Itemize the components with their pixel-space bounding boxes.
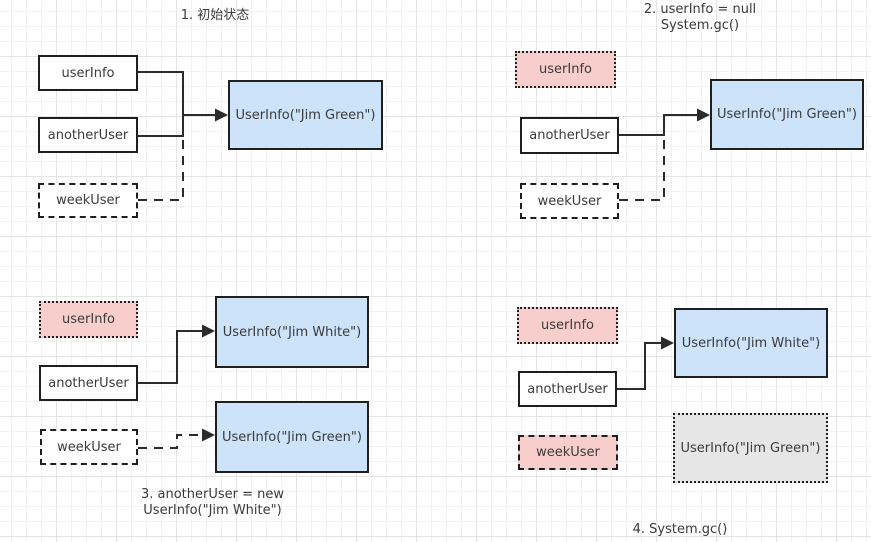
- object-box-jim-green: UserInfo("Jim Green"): [215, 401, 369, 473]
- ref-box-anotheruser: anotherUser: [518, 371, 617, 407]
- panel-title: 1. 初始状态: [115, 8, 315, 24]
- ref-label: userInfo: [541, 318, 594, 333]
- ref-box-userinfo: userInfo: [517, 307, 618, 344]
- arrowhead-icon: [202, 428, 215, 442]
- connector-weekuser-dashed: [138, 138, 184, 201]
- ref-label: userInfo: [539, 62, 592, 77]
- ref-label: weekUser: [57, 439, 121, 455]
- panel-title-line: System.gc(): [660, 18, 740, 33]
- ref-box-weekuser: weekUser: [38, 183, 138, 218]
- panel-title-line: 2. userInfo = null: [643, 2, 757, 17]
- ref-label: anotherUser: [527, 381, 608, 397]
- object-label: UserInfo("Jim White"): [681, 335, 821, 351]
- arrowhead-icon: [697, 108, 710, 122]
- ref-box-weekuser: weekUser: [518, 435, 618, 470]
- panel-title: 2. userInfo = null System.gc(): [595, 2, 805, 34]
- ref-label: weekUser: [56, 193, 120, 208]
- panel-title-line: 3. anotherUser = new: [140, 487, 285, 502]
- ref-label: weekUser: [537, 193, 602, 209]
- ref-box-userinfo: userInfo: [515, 51, 616, 88]
- ref-box-weekuser: weekUser: [40, 429, 138, 465]
- arrowhead-icon: [215, 108, 228, 122]
- ref-box-anotheruser: anotherUser: [39, 365, 138, 401]
- panel-title: 4. System.gc(): [595, 522, 765, 538]
- connector-anotheruser-to-jimwhite: [617, 342, 665, 390]
- connector-weekuser-dashed: [619, 137, 665, 201]
- arrowhead-icon: [661, 336, 674, 350]
- panel-title: 3. anotherUser = new UserInfo("Jim White…: [110, 487, 315, 519]
- object-label: UserInfo("Jim Green"): [680, 440, 821, 456]
- ref-label: weekUser: [536, 445, 600, 460]
- object-box-jim-white: UserInfo("Jim White"): [215, 296, 369, 368]
- object-label: UserInfo("Jim Green"): [717, 107, 857, 122]
- panel-title-line: 1. 初始状态: [180, 8, 250, 23]
- ref-label: anotherUser: [48, 375, 129, 391]
- ref-label: anotherUser: [47, 127, 129, 143]
- object-box-jim-green-collected: UserInfo("Jim Green"): [673, 413, 828, 483]
- object-label: UserInfo("Jim White"): [222, 324, 362, 340]
- ref-box-weekuser: weekUser: [520, 183, 619, 219]
- ref-box-userinfo: userInfo: [38, 55, 138, 91]
- ref-label: userInfo: [61, 65, 115, 81]
- connector-anotheruser-to-jimgreen: [619, 114, 701, 136]
- object-label: UserInfo("Jim Green"): [235, 107, 376, 123]
- object-label: UserInfo("Jim Green"): [222, 429, 362, 445]
- connector-weekuser-to-jimgreen-dashed: [138, 434, 201, 449]
- connector-userinfo-anotheruser-junction: [138, 71, 184, 137]
- ref-box-anotheruser: anotherUser: [520, 117, 619, 154]
- panel-title-line: UserInfo("Jim White"): [143, 503, 282, 518]
- ref-box-anotheruser: anotherUser: [38, 117, 138, 153]
- ref-label: anotherUser: [529, 128, 610, 143]
- object-box-jim-green: UserInfo("Jim Green"): [710, 79, 864, 150]
- ref-box-userinfo: userInfo: [39, 301, 138, 338]
- ref-label: userInfo: [62, 312, 115, 327]
- object-box-jim-white: UserInfo("Jim White"): [674, 308, 828, 378]
- arrowhead-icon: [202, 324, 215, 338]
- panel-title-line: 4. System.gc(): [632, 522, 728, 537]
- connector-anotheruser-to-jimwhite: [138, 330, 206, 384]
- object-box-jim-green: UserInfo("Jim Green"): [228, 80, 383, 150]
